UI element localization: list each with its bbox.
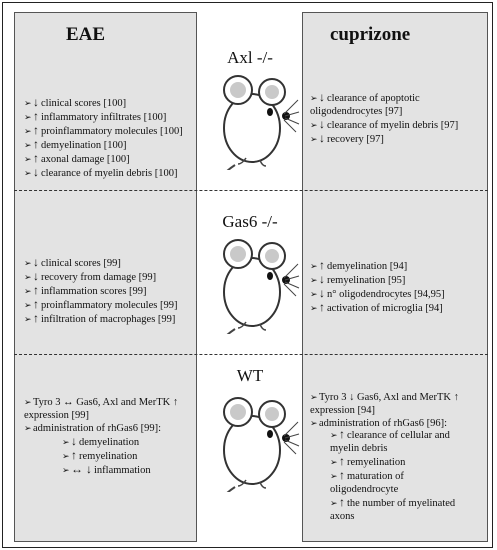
list-item: ➢↑proinflammatory molecules [100] xyxy=(24,123,183,138)
eae-title: EAE xyxy=(66,24,106,45)
list-item: ➢Tyro 3 ↓ Gas6, Axl and MerTK ↑expressio… xyxy=(310,392,459,416)
wt-cuprizone-list: ➢Tyro 3 ↓ Gas6, Axl and MerTK ↑expressio… xyxy=(310,391,459,430)
axl-knockout-label: Axl -/- xyxy=(227,48,273,67)
wt-eae-list: ➢Tyro 3 ↔ Gas6, Axl and MerTK ↑expressio… xyxy=(24,396,178,435)
list-item: ➢↑inflammatory infiltrates [100] xyxy=(24,109,167,124)
list-item: ➢↓recovery [97] xyxy=(310,131,384,146)
axl-eae-list: ➢↓clinical scores [100] ➢↑inflammatory i… xyxy=(24,96,183,180)
list-item: ➢↑remyelination xyxy=(62,448,138,463)
list-item: ➢↔ ↓inflammation xyxy=(62,462,151,477)
section-divider xyxy=(14,354,488,355)
list-item: ➢↓clinical scores [99] xyxy=(24,255,121,270)
list-item: ➢↑proinflammatory molecules [99] xyxy=(24,297,178,312)
list-item: ➢↑remyelination xyxy=(330,454,406,469)
list-item: ➢↑activation of microglia [94] xyxy=(310,300,443,315)
list-item: ➢administration of rhGas6 [99]: xyxy=(24,423,162,434)
gas6-cuprizone-list: ➢↑demyelination [94] ➢↓remyelination [95… xyxy=(310,259,445,315)
wt-eae-sublist: ➢↓demyelination ➢↑remyelination ➢↔ ↓infl… xyxy=(62,435,151,477)
mouse-wild-type-icon xyxy=(223,397,300,492)
cuprizone-panel xyxy=(302,12,488,542)
list-item: ➢↑infiltration of macrophages [99] xyxy=(24,311,176,326)
list-item: ➢↓recovery from damage [99] xyxy=(24,269,157,284)
list-item: ➢↑inflammation scores [99] xyxy=(24,283,147,298)
gas6-knockout-label: Gas6 -/- xyxy=(222,212,278,231)
cuprizone-title: cuprizone xyxy=(330,24,411,45)
mouse-gas6-knockout-icon xyxy=(223,239,300,334)
list-item: ➢↓clearance of myelin debris [97] xyxy=(310,117,459,132)
list-item: ➢↓n° oligodendrocytes [94,95] xyxy=(310,286,445,301)
eae-panel xyxy=(14,12,197,542)
list-item: ➢↑demyelination [94] xyxy=(310,258,408,273)
list-item: ➢↓remyelination [95] xyxy=(310,272,406,287)
list-item: ➢administration of rhGas6 [96]: xyxy=(310,418,448,429)
list-item: ➢↑demyelination [100] xyxy=(24,137,127,152)
section-divider xyxy=(14,190,488,191)
mouse-axl-knockout-icon xyxy=(223,75,300,170)
list-item: ➢↓clearance of myelin debris [100] xyxy=(24,165,178,180)
list-item: ➢↑axonal damage [100] xyxy=(24,151,130,166)
list-item: ➢Tyro 3 ↔ Gas6, Axl and MerTK ↑expressio… xyxy=(24,397,179,421)
wild-type-label: WT xyxy=(236,366,264,385)
list-item: ➢↓demyelination xyxy=(62,434,140,449)
gas6-eae-list: ➢↓clinical scores [99] ➢↓recovery from d… xyxy=(24,256,177,326)
list-item: ➢↓clinical scores [100] xyxy=(24,95,127,110)
